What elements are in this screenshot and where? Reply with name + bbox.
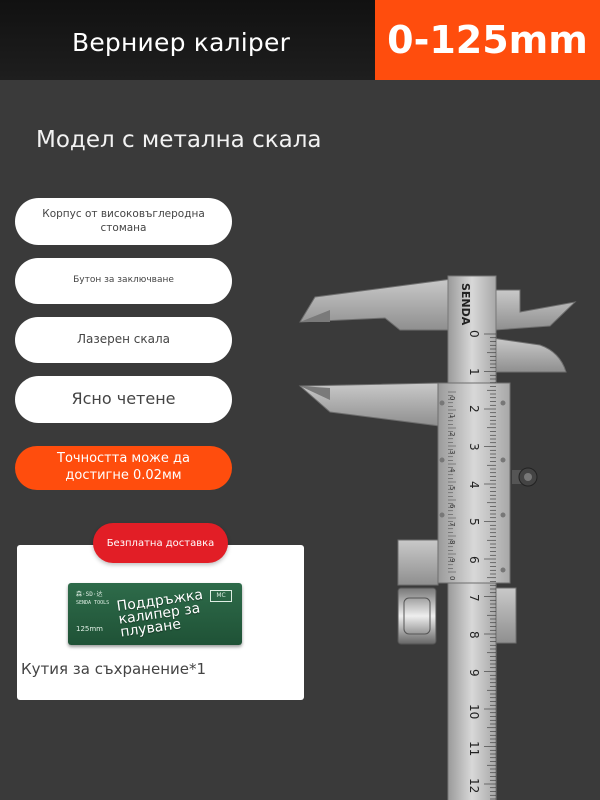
feature-pill-lock: Бутон за заключване xyxy=(15,258,232,304)
storage-case: 森·SD·达 SENDA TOOLS MC 125mm Поддръжка ка… xyxy=(68,583,242,645)
lower-block xyxy=(495,587,517,644)
vernier-number: 7 xyxy=(448,522,456,526)
case-size: 125mm xyxy=(76,625,103,633)
brand-text: SENDA xyxy=(459,283,472,326)
upper-jaw-tip xyxy=(300,310,330,322)
upper-jaw xyxy=(299,278,453,331)
feature-label: Лазерен скала xyxy=(76,332,171,347)
vernier-number: 3 xyxy=(448,450,456,454)
main-scale-number: 5 xyxy=(467,518,481,526)
feature-label: Корпус от високовъглеродна стомана xyxy=(42,207,205,234)
main-scale-number: 6 xyxy=(467,556,481,564)
case-logo: MC xyxy=(210,590,232,602)
main-scale-number: 0 xyxy=(467,330,481,338)
case-brand-en: SENDA TOOLS xyxy=(76,600,110,606)
feature-label: Ясно четене xyxy=(71,389,176,409)
feature-label: Точността може да достигне 0.02мм xyxy=(57,451,190,483)
feature-pill-accuracy: Точността може да достигне 0.02мм xyxy=(15,446,232,490)
page-title: Верниер калiper xyxy=(72,28,291,57)
feature-pill-laser: Лазерен скала xyxy=(15,317,232,363)
vernier-number: 6 xyxy=(448,504,456,509)
main-scale-number: 4 xyxy=(467,481,481,489)
subtitle: Модел с метална скала xyxy=(36,127,322,153)
main-scale-number: 12 xyxy=(467,778,481,793)
upper-slide-jaw xyxy=(494,289,577,331)
main-scale-number: 3 xyxy=(467,443,481,451)
promo-card: 森·SD·达 SENDA TOOLS MC 125mm Поддръжка ка… xyxy=(17,545,304,700)
main-scale-ticks xyxy=(484,333,496,800)
thumb-roller xyxy=(397,587,437,645)
main-scale-number: 8 xyxy=(467,631,481,639)
main-scale-number: 11 xyxy=(467,741,481,756)
feature-label: Бутон за заключване xyxy=(73,275,174,286)
main-scale-number: 2 xyxy=(467,405,481,413)
case-label: Поддръжка калипер за плуване xyxy=(115,586,204,641)
vernier-number: 1 xyxy=(448,414,456,418)
case-brand: 森·SD·达 xyxy=(76,591,103,598)
lower-jaw-tip xyxy=(300,386,330,400)
main-scale-number: 9 xyxy=(467,669,481,677)
vernier-number: 2 xyxy=(448,432,456,436)
range-badge: 0-125mm xyxy=(375,0,600,80)
vernier-frame xyxy=(437,382,511,584)
vernier-number: 4 xyxy=(448,468,456,473)
case-caption: Кутия за съхранение*1 xyxy=(21,660,207,678)
vernier-leg xyxy=(397,539,439,586)
vernier-ticks xyxy=(448,391,456,573)
depth-hook xyxy=(491,337,567,373)
vernier-number: 0 xyxy=(448,576,456,580)
main-scale-number: 7 xyxy=(467,594,481,602)
vernier-scale-numbers: 0 1 2 3 4 5 6 7 8 9 0 xyxy=(448,396,456,580)
main-scale-number: 10 xyxy=(467,704,481,719)
feature-pill-body: Корпус от високовъглеродна стомана xyxy=(15,198,232,245)
free-shipping-badge: Безплатна доставка xyxy=(93,523,228,563)
main-scale-numbers: 0 1 2 3 4 5 6 7 8 9 10 11 12 xyxy=(467,330,481,793)
feature-pill-reading: Ясно четене xyxy=(15,376,232,423)
main-scale-number: 1 xyxy=(467,368,481,376)
vernier-number: 9 xyxy=(448,558,456,562)
vernier-number: 5 xyxy=(448,486,456,490)
vernier-number: 0 xyxy=(448,396,456,400)
vernier-number: 8 xyxy=(448,540,456,544)
